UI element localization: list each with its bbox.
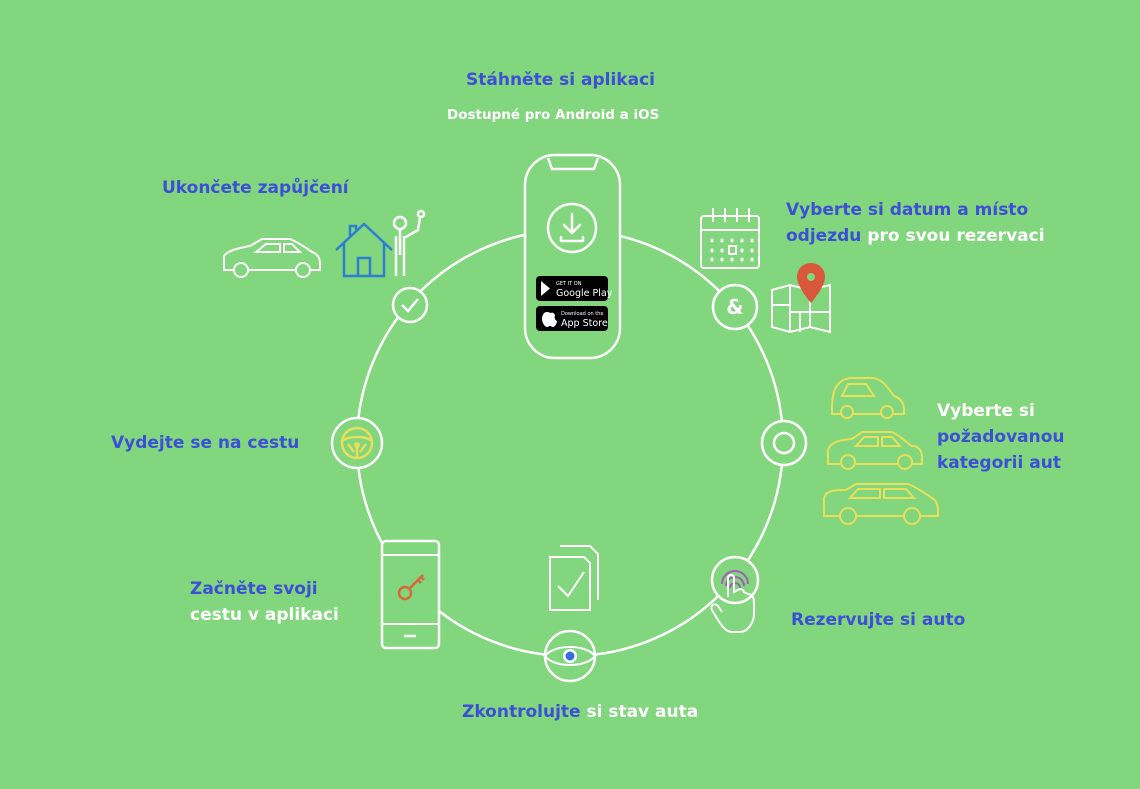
ampersand-node: &	[711, 283, 759, 331]
google-play-badge[interactable]: GET IT ON Google Play	[536, 276, 613, 301]
app-store-text: App Store	[561, 318, 608, 329]
step-select-date-line2: odjezdu pro svou rezervaci	[786, 224, 1045, 249]
step-category-line3: kategorii aut	[937, 453, 1061, 473]
app-store-badge[interactable]: Download on the App Store	[536, 306, 608, 331]
step-end-label: Ukončete zapůjčení	[162, 178, 349, 198]
car-return-icon	[223, 238, 321, 278]
download-icon[interactable]	[546, 202, 598, 254]
step-reserve-label: Rezervujte si auto	[791, 610, 966, 630]
eye-icon	[543, 629, 597, 683]
ampersand-symbol: &	[726, 295, 743, 319]
steering-wheel-icon	[330, 416, 384, 470]
car-small-icon	[831, 377, 905, 419]
phone-key-icon	[380, 539, 441, 650]
app-store-small-text: Download on the	[561, 311, 603, 317]
fingerprint-touch-icon	[710, 555, 760, 633]
car-estate-icon	[823, 483, 939, 525]
step-select-date-rest: pro svou rezervaci	[861, 226, 1045, 246]
step-download-subtitle: Dostupné pro Android a iOS	[447, 107, 660, 123]
step-check-emphasis: Zkontrolujte	[462, 702, 581, 722]
step-start-line1: Začněte svoji	[190, 579, 318, 599]
step-check-rest: si stav auta	[580, 702, 699, 722]
step-start-line2: cestu v aplikaci	[190, 605, 339, 625]
step-category-line2: požadovanou	[937, 427, 1065, 447]
category-node	[760, 419, 808, 467]
step-select-date-emphasis: odjezdu	[786, 226, 862, 246]
google-play-text: Google Play	[556, 288, 613, 299]
phone-illustration: GET IT ON Google Play Download on the Ap…	[523, 153, 622, 360]
calendar-icon	[700, 208, 760, 269]
step-check-label: Zkontrolujte si stav auta	[462, 700, 698, 725]
step-select-date-line1: Vyberte si datum a místo	[786, 200, 1029, 220]
house-person-icon	[335, 209, 426, 278]
step-go-label: Vydejte se na cestu	[111, 433, 300, 453]
step-category-line1: Vyberte si	[937, 401, 1035, 421]
car-medium-icon	[827, 431, 923, 470]
document-check-icon	[549, 545, 599, 611]
step-download-title: Stáhněte si aplikaci	[466, 70, 655, 90]
map-pin-icon	[771, 263, 831, 334]
google-play-small-text: GET IT ON	[556, 281, 582, 287]
check-icon	[391, 286, 429, 324]
